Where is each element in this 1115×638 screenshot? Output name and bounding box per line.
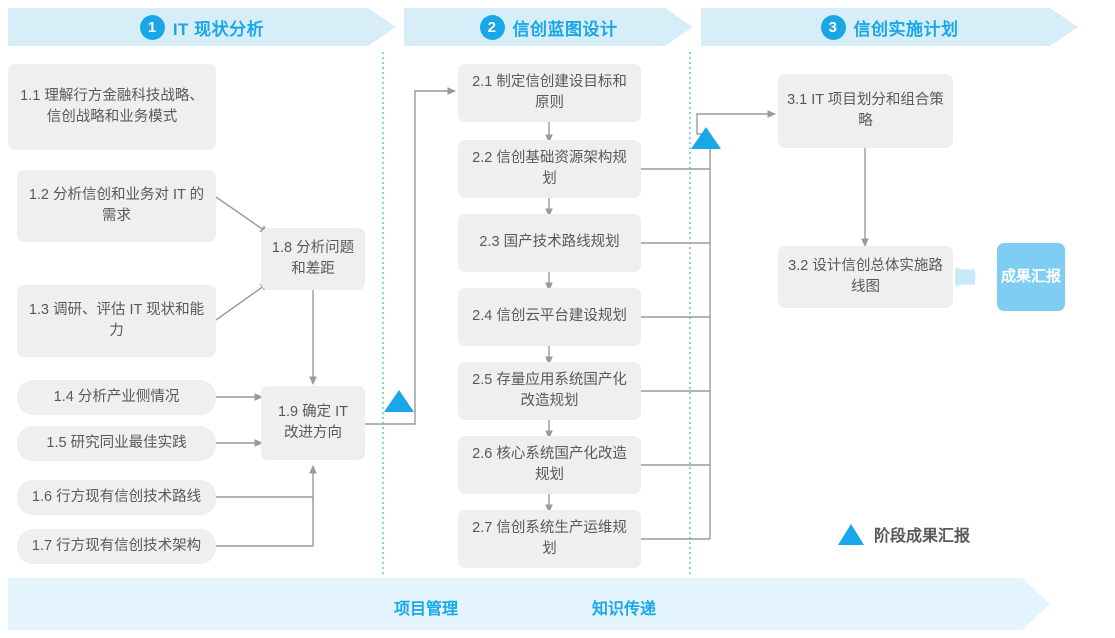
node-1-2[interactable]: 1.2 分析信创和业务对 IT 的需求 xyxy=(17,170,216,242)
node-3-1[interactable]: 3.1 IT 项目划分和组合策略 xyxy=(778,74,953,148)
result-report-box[interactable]: 成果汇报 xyxy=(997,243,1065,311)
triangle-marker-icon xyxy=(838,523,864,545)
phase-number-badge: 3 xyxy=(820,14,846,40)
band-label-project-management: 项目管理 xyxy=(394,601,459,618)
phase-banner-1: 1 IT 现状分析 xyxy=(8,8,396,46)
legend-milestone: 阶段成果汇报 xyxy=(838,522,970,546)
band-label-knowledge-transfer: 知识传递 xyxy=(592,601,657,618)
node-2-2[interactable]: 2.2 信创基础资源架构规划 xyxy=(458,140,641,198)
phase-title: 信创实施计划 xyxy=(853,19,959,39)
node-2-4[interactable]: 2.4 信创云平台建设规划 xyxy=(458,288,641,346)
node-1-1[interactable]: 1.1 理解行方金融科技战略、信创战略和业务模式 xyxy=(8,64,216,150)
node-1-3[interactable]: 1.3 调研、评估 IT 现状和能力 xyxy=(17,285,216,357)
node-1-8[interactable]: 1.8 分析问题和差距 xyxy=(261,228,365,290)
node-1-6[interactable]: 1.6 行方现有信创技术路线 xyxy=(17,480,216,515)
node-2-3[interactable]: 2.3 国产技术路线规划 xyxy=(458,214,641,272)
phase-banner-2: 2 信创蓝图设计 xyxy=(404,8,693,46)
node-1-9[interactable]: 1.9 确定 IT 改进方向 xyxy=(261,386,365,460)
phase-number-badge: 2 xyxy=(479,14,505,40)
node-2-5[interactable]: 2.5 存量应用系统国产化改造规划 xyxy=(458,362,641,420)
milestone-triangle xyxy=(384,390,414,412)
result-report-label: 成果汇报 xyxy=(1000,267,1061,285)
node-1-5[interactable]: 1.5 研究同业最佳实践 xyxy=(17,426,216,461)
node-3-2[interactable]: 3.2 设计信创总体实施路线图 xyxy=(778,246,953,308)
node-2-6[interactable]: 2.6 核心系统国产化改造规划 xyxy=(458,436,641,494)
phase-title: IT 现状分析 xyxy=(172,19,265,39)
phase-number-badge: 1 xyxy=(139,14,165,40)
milestone-triangle xyxy=(691,127,721,149)
node-1-7[interactable]: 1.7 行方现有信创技术架构 xyxy=(17,529,216,564)
legend-label: 阶段成果汇报 xyxy=(874,528,971,545)
phase-banner-3: 3 信创实施计划 xyxy=(701,8,1078,46)
node-1-4[interactable]: 1.4 分析产业侧情况 xyxy=(17,380,216,415)
node-2-1[interactable]: 2.1 制定信创建设目标和原则 xyxy=(458,64,641,122)
node-2-7[interactable]: 2.7 信创系统生产运维规划 xyxy=(458,510,641,568)
phase-title: 信创蓝图设计 xyxy=(512,19,618,39)
